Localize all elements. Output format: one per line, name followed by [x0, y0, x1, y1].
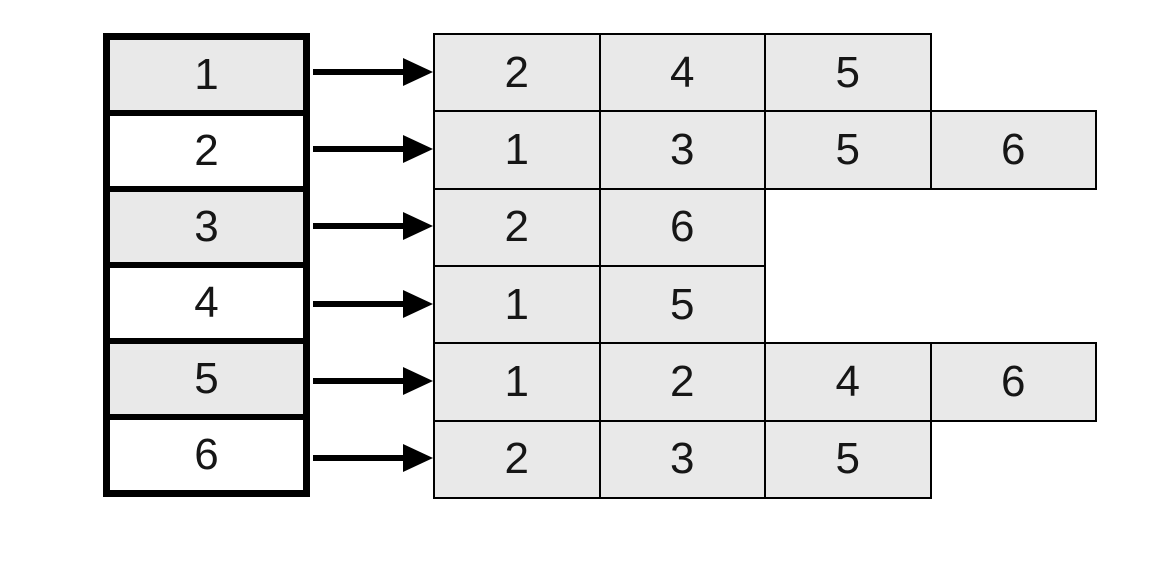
adjacency-cell-5-4: 4	[764, 342, 932, 422]
adjacency-cell-2-1: 1	[433, 110, 601, 190]
arrow-head-icon	[403, 444, 433, 473]
neighbor-label: 1	[504, 279, 529, 329]
adjacency-row-5: 1 2 4 6	[433, 342, 1097, 422]
vertex-label: 2	[194, 126, 219, 175]
vertex-cell-4: 4	[110, 268, 303, 344]
arrow-vertex-6	[313, 444, 433, 473]
neighbor-label: 5	[835, 434, 860, 484]
neighbor-label: 5	[670, 279, 695, 329]
adjacency-cell-1-2: 2	[433, 33, 601, 113]
arrow-shaft	[313, 145, 407, 152]
arrow-vertex-3	[313, 212, 433, 241]
neighbor-label: 4	[835, 356, 860, 406]
arrow-vertex-2	[313, 134, 433, 163]
arrow-head-icon	[403, 289, 433, 318]
neighbor-label: 5	[835, 124, 860, 174]
vertex-label: 6	[194, 430, 219, 479]
arrow-head-icon	[403, 57, 433, 86]
arrow-vertex-5	[313, 366, 433, 395]
adjacency-row-2: 1 3 5 6	[433, 110, 1097, 190]
adjacency-cell-6-2: 2	[433, 419, 601, 499]
vertex-cell-6: 6	[110, 420, 303, 490]
neighbor-label: 2	[504, 434, 529, 484]
adjacency-cell-2-3: 3	[598, 110, 766, 190]
adjacency-cell-5-1: 1	[433, 342, 601, 422]
neighbor-label: 3	[670, 124, 695, 174]
adjacency-cell-4-1: 1	[433, 264, 601, 345]
arrow-head-icon	[403, 134, 433, 163]
neighbor-label: 2	[504, 47, 529, 97]
vertex-label: 5	[194, 354, 219, 403]
adjacency-cell-3-2: 2	[433, 187, 601, 267]
adjacency-row-1: 2 4 5	[433, 33, 932, 113]
arrow-head-icon	[403, 212, 433, 241]
vertex-cell-1: 1	[110, 40, 303, 116]
arrow-shaft	[313, 300, 407, 307]
adjacency-cell-6-3: 3	[598, 419, 766, 499]
adjacency-cell-2-5: 5	[764, 110, 932, 190]
arrow-shaft	[313, 68, 407, 75]
arrow-vertex-1	[313, 57, 433, 86]
neighbor-label: 2	[504, 202, 529, 252]
adjacency-cell-5-6: 6	[929, 342, 1097, 422]
neighbor-label: 6	[1001, 124, 1026, 174]
vertex-cell-3: 3	[110, 192, 303, 268]
neighbor-label: 5	[835, 47, 860, 97]
neighbor-label: 1	[504, 356, 529, 406]
vertex-cell-5: 5	[110, 344, 303, 420]
adjacency-cell-4-5: 5	[598, 264, 766, 345]
vertex-label: 1	[194, 50, 219, 99]
neighbor-label: 6	[1001, 356, 1026, 406]
adjacency-cell-3-6: 6	[598, 187, 766, 267]
neighbor-label: 4	[670, 47, 695, 97]
adjacency-cell-1-5: 5	[764, 33, 932, 113]
vertex-cell-2: 2	[110, 116, 303, 192]
neighbor-label: 6	[670, 202, 695, 252]
neighbor-label: 3	[670, 434, 695, 484]
neighbor-label: 2	[670, 356, 695, 406]
vertex-label: 4	[194, 278, 219, 327]
arrow-shaft	[313, 455, 407, 462]
arrow-shaft	[313, 223, 407, 230]
adjacency-row-6: 2 3 5	[433, 419, 932, 499]
adjacency-cell-5-2: 2	[598, 342, 766, 422]
vertex-column: 1 2 3 4 5 6	[103, 33, 310, 497]
adjacency-cell-6-5: 5	[764, 419, 932, 499]
neighbor-label: 1	[504, 124, 529, 174]
arrow-vertex-4	[313, 289, 433, 318]
arrow-shaft	[313, 377, 407, 384]
adjacency-cell-1-4: 4	[598, 33, 766, 113]
adjacency-cell-2-6: 6	[929, 110, 1097, 190]
arrow-head-icon	[403, 366, 433, 395]
vertex-label: 3	[194, 202, 219, 251]
